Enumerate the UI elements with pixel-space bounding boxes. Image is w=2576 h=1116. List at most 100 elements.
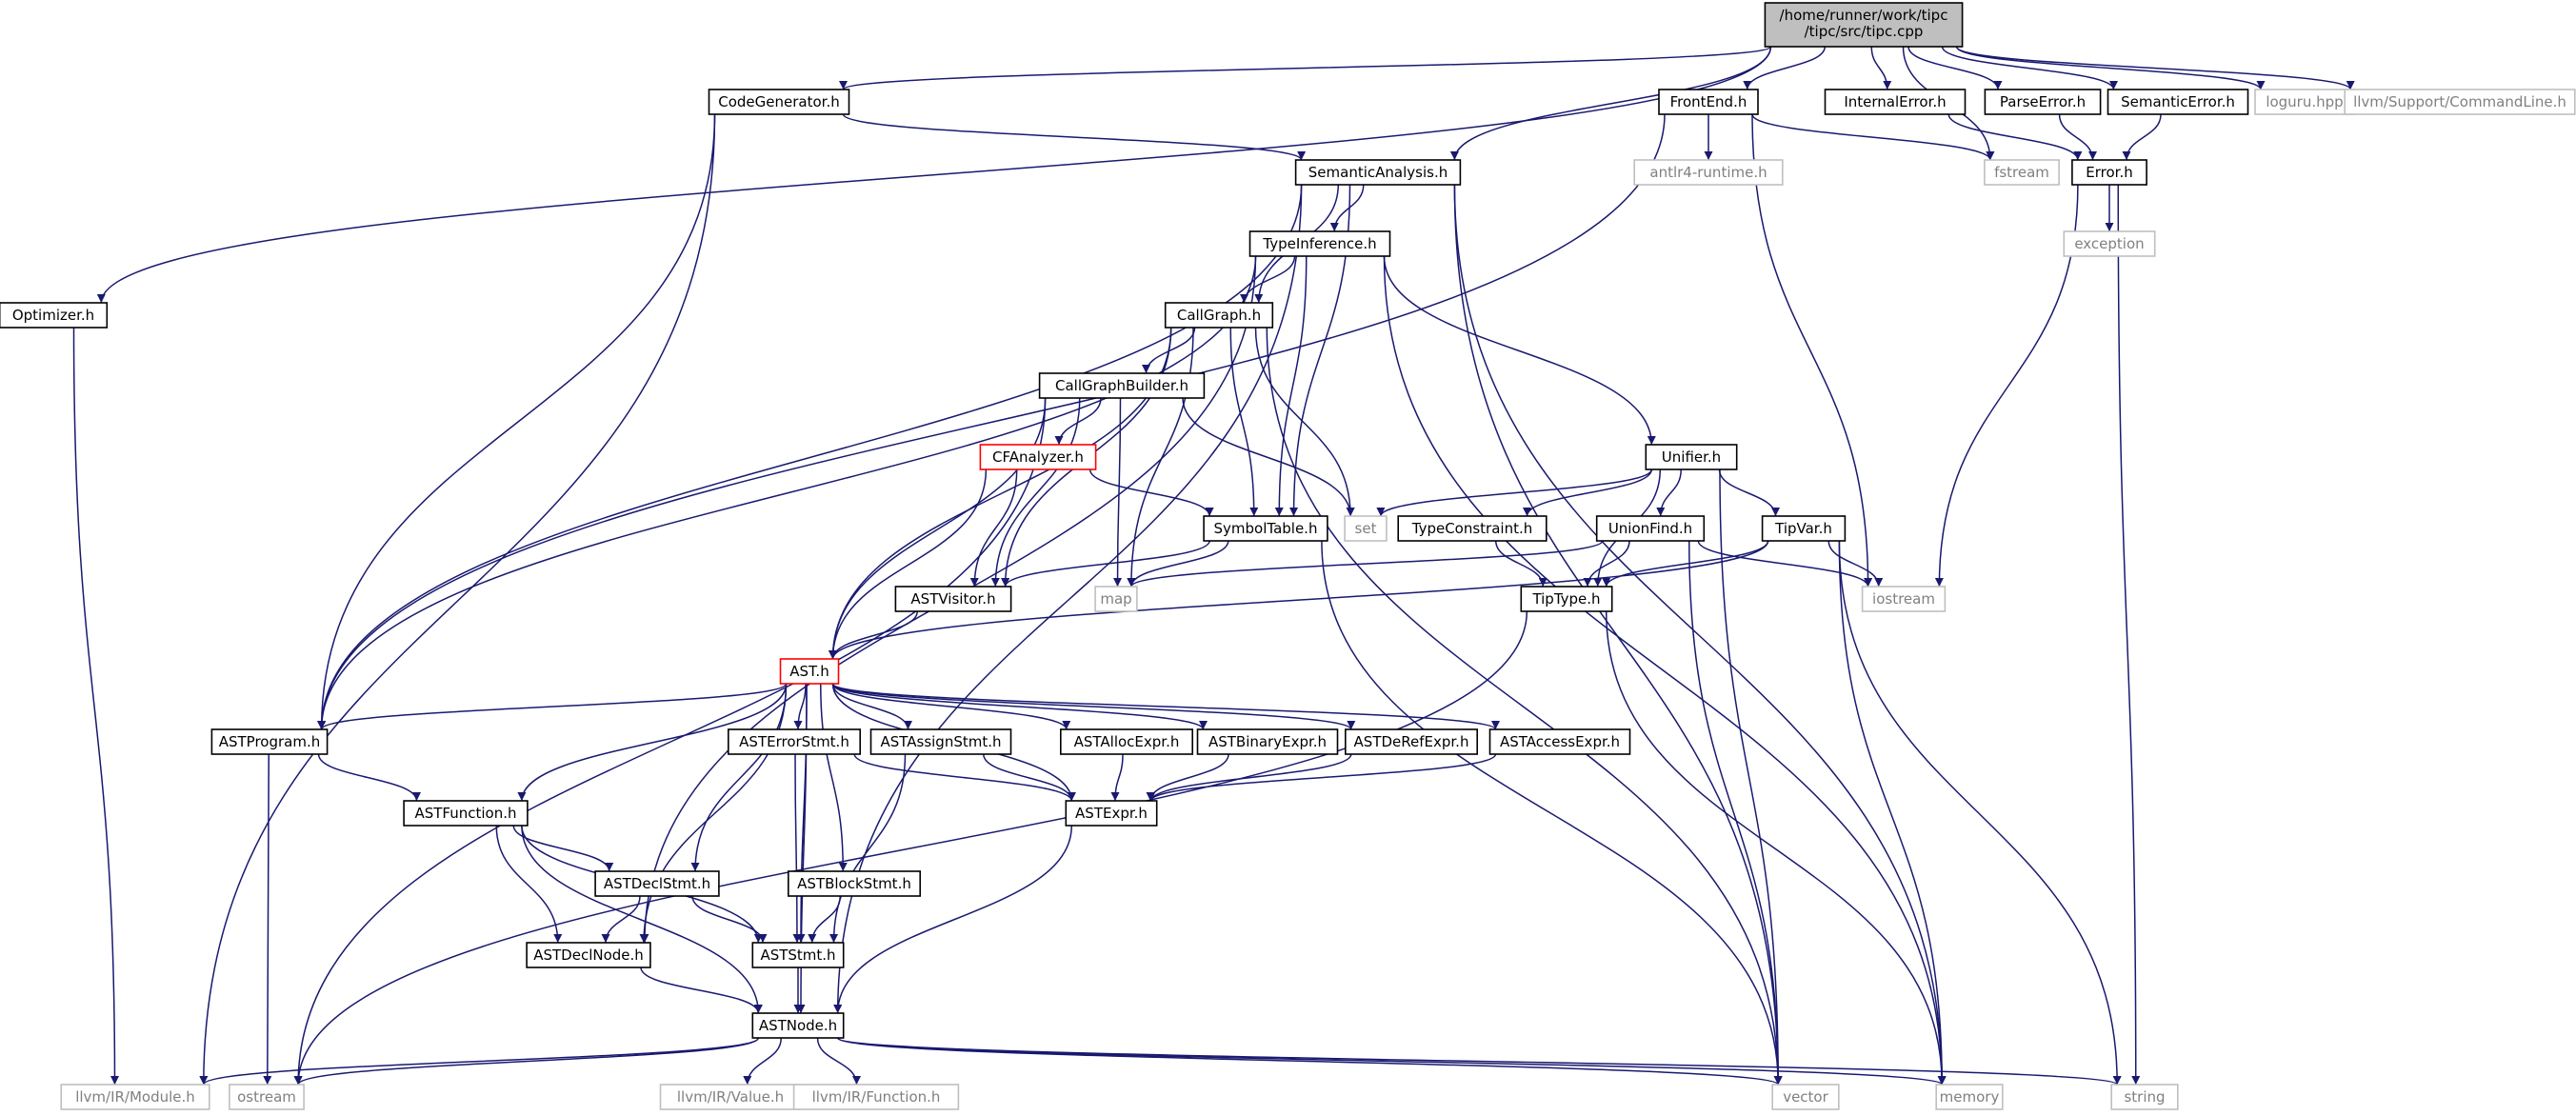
node-astvisitor[interactable]: ASTVisitor.h (894, 586, 1012, 612)
node-tipc[interactable]: /home/runner/work/tipc/tipc/src/tipc.cpp (1764, 2, 1964, 48)
node-codegen[interactable]: CodeGenerator.h (708, 89, 850, 115)
node-box (1761, 515, 1847, 542)
node-astassignstmt[interactable]: ASTAssignStmt.h (869, 728, 1012, 755)
edge-cfanalyzer-to-astvisitor (969, 468, 1018, 588)
node-label: SemanticError.h (2121, 93, 2235, 110)
edge-line (1838, 540, 1947, 1086)
edge-codegen-to-astprogram (317, 113, 716, 730)
node-tiptype[interactable]: TipType.h (1520, 586, 1613, 612)
node-label: ASTFunction.h (414, 805, 516, 822)
edge-line (1656, 468, 1682, 517)
node-astblockstmt[interactable]: ASTBlockStmt.h (787, 870, 921, 897)
edge-line (317, 113, 1666, 730)
node-astderefexpr[interactable]: ASTDeRefExpr.h (1345, 728, 1479, 755)
node-unifier[interactable]: Unifier.h (1645, 444, 1738, 470)
node-box (1764, 2, 1964, 48)
edge-line (796, 683, 808, 944)
node-ast[interactable]: AST.h (779, 658, 840, 685)
node-astdeclnode[interactable]: ASTDeclNode.h (526, 942, 651, 968)
node-symtab[interactable]: SymbolTable.h (1203, 515, 1328, 542)
edge-line (831, 683, 1071, 730)
node-astfunction[interactable]: ASTFunction.h (403, 800, 529, 827)
edge-astblockstmt-to-aststmt (808, 895, 841, 944)
edge-astfunction-to-astnode (521, 825, 763, 1014)
node-astbinaryexpr[interactable]: ASTBinaryExpr.h (1196, 728, 1339, 755)
node-astdeclstmt[interactable]: ASTDeclStmt.h (594, 870, 720, 897)
node-asterrorstmt[interactable]: ASTErrorStmt.h (727, 728, 861, 755)
edge-line (836, 1037, 1783, 1086)
edge-semantic-to-astprogram (317, 184, 1303, 730)
node-tipvar[interactable]: TipVar.h (1761, 515, 1847, 542)
edge-line (1751, 113, 1873, 588)
edge-frontend-to-astprogram (317, 113, 1666, 730)
node-label: ASTAllocExpr.h (1074, 733, 1180, 750)
node-llvmfunction: llvm/IR/Function.h (792, 1084, 960, 1110)
edge-astnode-to-vector (836, 1037, 1783, 1086)
edge-tipc-to-parseerror (1907, 46, 2003, 90)
node-label: memory (1940, 1088, 2000, 1106)
edge-line (1907, 46, 2003, 90)
node-box (1771, 1084, 1840, 1110)
node-internalerror[interactable]: InternalError.h (1824, 89, 1967, 115)
node-label: TipVar.h (1774, 520, 1832, 537)
edge-line (1113, 397, 1123, 588)
edge-line (317, 184, 1303, 730)
node-box (979, 444, 1097, 470)
edge-line (1147, 753, 1497, 802)
node-frontend[interactable]: FrontEnd.h (1658, 89, 1759, 115)
edge-cgbuilder-to-set (1182, 397, 1355, 517)
edge-astassignstmt-to-aststmt (829, 753, 907, 944)
node-label: SemanticAnalysis.h (1308, 164, 1448, 181)
node-label: exception (2074, 235, 2144, 252)
edge-asterrorstmt-to-aststmt (792, 753, 802, 944)
node-unionfind[interactable]: UnionFind.h (1595, 515, 1706, 542)
edge-cgbuilder-to-map (1113, 397, 1123, 588)
node-cgbuilder[interactable]: CallGraphBuilder.h (1038, 372, 1206, 399)
node-typeconstraint[interactable]: TypeConstraint.h (1397, 515, 1548, 542)
node-label: ASTAssignStmt.h (880, 733, 1001, 750)
edge-cfanalyzer-to-symtab (1088, 468, 1214, 517)
node-astexpr[interactable]: ASTExpr.h (1065, 800, 1158, 827)
edge-line (1605, 610, 1947, 1086)
edge-line (512, 825, 614, 872)
node-label: ASTAccessExpr.h (1500, 733, 1620, 750)
edge-cgbuilder-to-cfanalyzer (1054, 397, 1102, 446)
edge-line (495, 825, 563, 944)
edge-ast-to-astfunction (517, 683, 788, 802)
edge-symtab-to-vector (1321, 540, 1783, 1086)
edge-tipvar-to-tiptype (1602, 540, 1769, 588)
node-box (1935, 1084, 2004, 1110)
edge-cgbuilder-to-astvisitor (990, 397, 1081, 588)
node-typeinf[interactable]: TypeInference.h (1248, 230, 1391, 257)
node-box (60, 1084, 210, 1110)
edge-internalerror-to-error (1947, 113, 2083, 161)
edge-callgraph-to-map (1127, 327, 1194, 588)
node-llvmmodule: llvm/IR/Module.h (60, 1084, 210, 1110)
edge-line (1182, 397, 1355, 517)
node-astnode[interactable]: ASTNode.h (751, 1012, 845, 1039)
node-label: CallGraphBuilder.h (1055, 377, 1188, 394)
edge-line (1688, 540, 1783, 1086)
node-semantic[interactable]: SemanticAnalysis.h (1294, 159, 1462, 186)
edge-line (601, 895, 641, 944)
node-label: ASTDeclNode.h (533, 947, 644, 964)
node-optimizer[interactable]: Optimizer.h (0, 302, 109, 329)
node-aststmt[interactable]: ASTStmt.h (751, 942, 845, 968)
node-astallocexpr[interactable]: ASTAllocExpr.h (1060, 728, 1194, 755)
node-label: string (2124, 1088, 2165, 1106)
node-semanticerror[interactable]: SemanticError.h (2107, 89, 2249, 115)
edge-codegen-to-llvmmodule (199, 113, 716, 1086)
node-callgraph[interactable]: CallGraph.h (1164, 302, 1274, 329)
node-astprogram[interactable]: ASTProgram.h (210, 728, 329, 755)
node-parseerror[interactable]: ParseError.h (1984, 89, 2102, 115)
node-astaccessexpr[interactable]: ASTAccessExpr.h (1488, 728, 1631, 755)
edge-tipc-to-frontend (1743, 46, 1826, 90)
edge-ast-to-astblockstmt (820, 683, 848, 872)
edge-line (839, 46, 1772, 90)
node-cfanalyzer[interactable]: CFAnalyzer.h (979, 444, 1097, 470)
node-error[interactable]: Error.h (2071, 159, 2147, 186)
node-label: llvm/IR/Function.h (812, 1088, 941, 1106)
node-label: TipType.h (1531, 590, 1600, 608)
